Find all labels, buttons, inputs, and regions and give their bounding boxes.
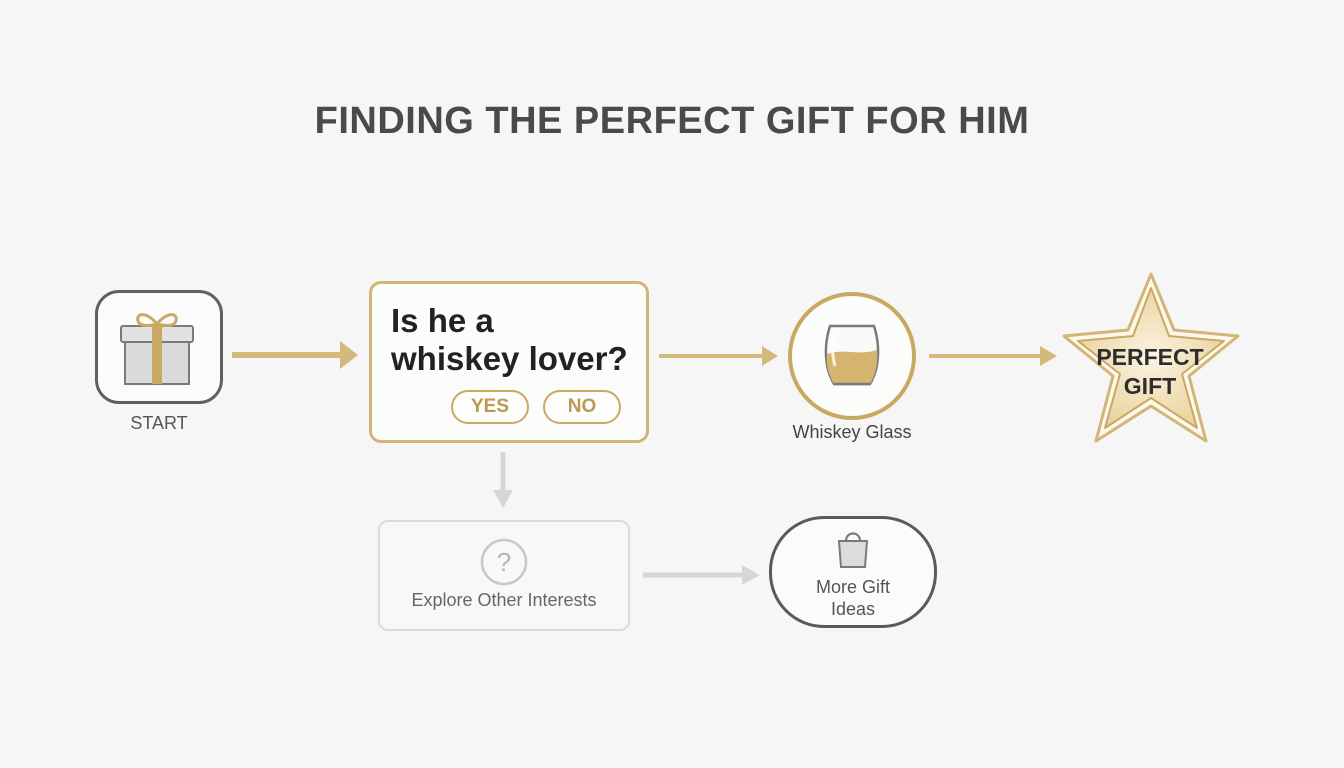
- whiskey-glass-icon: [824, 324, 880, 386]
- explore-label: Explore Other Interests: [411, 590, 597, 610]
- shopping-bag-icon: [837, 532, 869, 568]
- question-mark-icon: ?: [480, 538, 528, 586]
- whiskey-glass-node: [788, 292, 916, 420]
- more-gift-ideas-label: More Gift Ideas: [769, 576, 937, 620]
- perfect-gift-label: PERFECT GIFT: [1090, 343, 1210, 401]
- diagram-title: FINDING THE PERFECT GIFT FOR HIM: [314, 100, 1030, 142]
- no-button[interactable]: NO: [543, 390, 621, 424]
- more-gift-ideas-line1: More Gift: [815, 577, 890, 597]
- yes-button[interactable]: YES: [451, 390, 529, 424]
- arrow-question-to-glass: [659, 346, 778, 366]
- explore-node: ?: [378, 520, 630, 631]
- start-node: [95, 290, 223, 404]
- arrow-explore-to-more: [643, 565, 760, 585]
- gift-icon: [120, 313, 194, 385]
- star-icon: [1062, 272, 1240, 443]
- more-gift-ideas-node: [769, 516, 937, 628]
- perfect-gift-line2: GIFT: [1123, 373, 1177, 399]
- perfect-gift-line1: PERFECT: [1096, 344, 1204, 370]
- arrow-glass-to-star: [929, 346, 1057, 366]
- arrow-start-to-question: [232, 341, 358, 369]
- arrow-question-to-explore: [493, 452, 513, 508]
- question-text: Is he a whiskey lover?: [391, 302, 628, 377]
- svg-text:?: ?: [497, 547, 511, 577]
- start-label: START: [130, 413, 188, 433]
- more-gift-ideas-line2: Ideas: [830, 599, 876, 619]
- whiskey-glass-label: Whiskey Glass: [792, 422, 912, 442]
